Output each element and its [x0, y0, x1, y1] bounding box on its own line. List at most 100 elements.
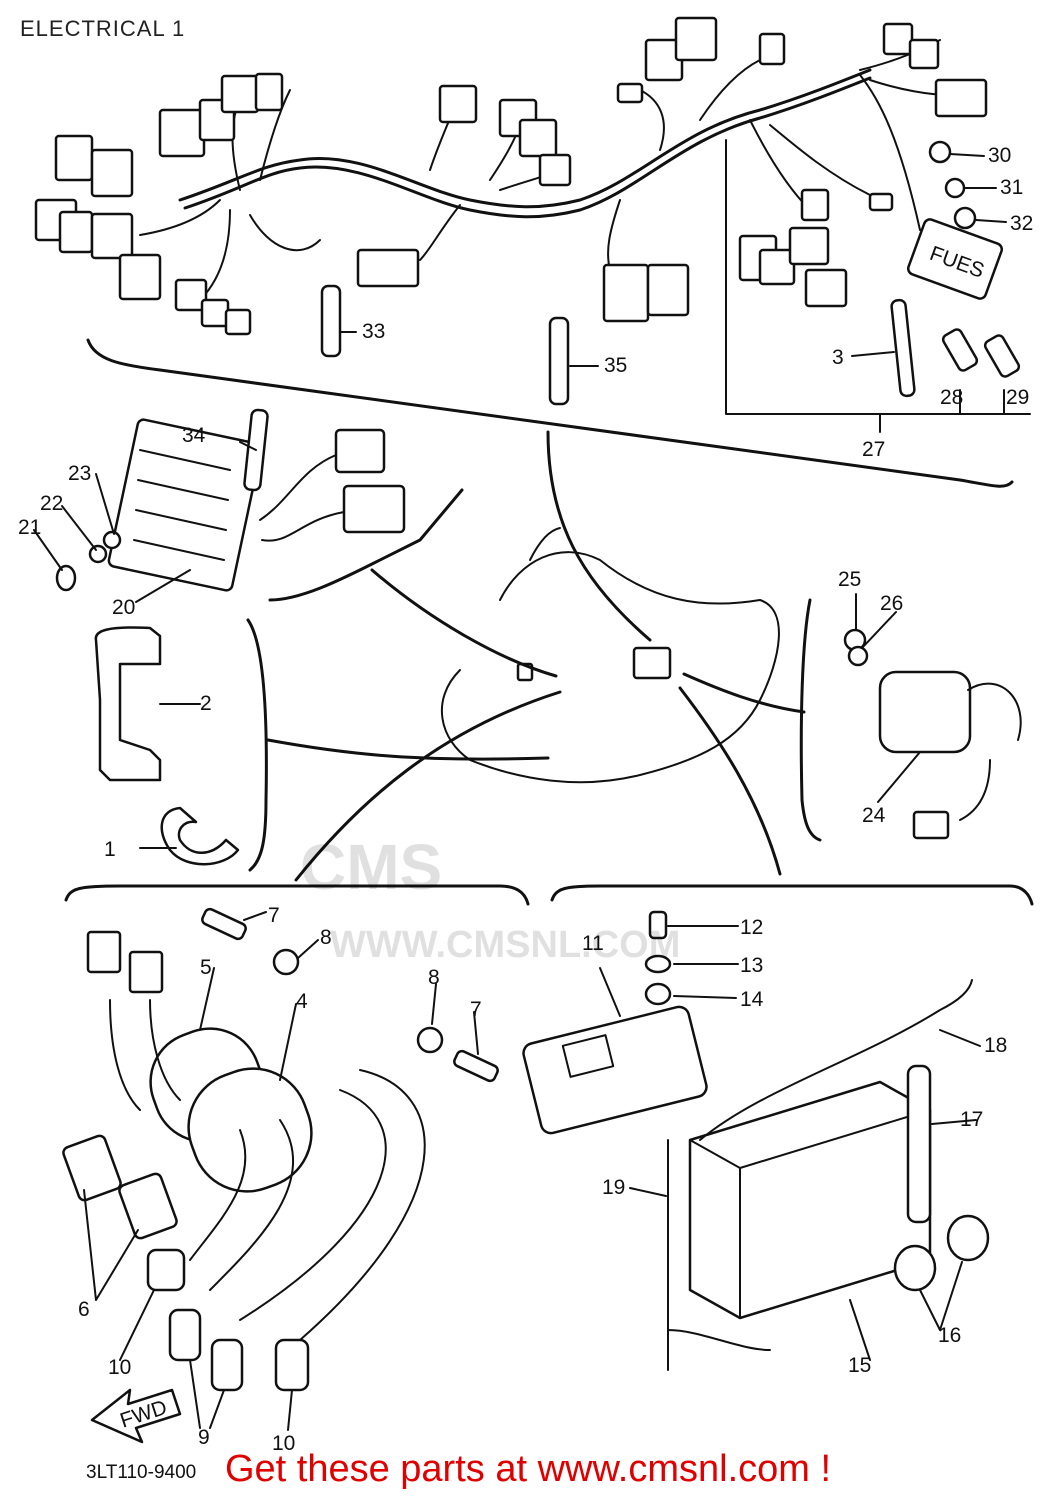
bracket-right — [799, 598, 822, 842]
page-title: ELECTRICAL 1 — [20, 16, 186, 41]
callout-17: 17 — [960, 1108, 983, 1131]
bracket-bottom-left — [64, 884, 530, 906]
clamp-35[interactable] — [548, 316, 570, 406]
fwd-arrow — [90, 1388, 182, 1444]
plug-cap-10-left[interactable] — [146, 1248, 186, 1292]
bolt-7-mid[interactable] — [453, 1049, 500, 1083]
callout-26: 26 — [880, 592, 903, 615]
callout-7b: 7 — [470, 998, 482, 1021]
stay-2[interactable] — [94, 626, 162, 782]
bracket-27 — [725, 139, 1031, 415]
callout-25: 25 — [838, 568, 861, 591]
leader-20 — [370, 568, 558, 678]
bolt-12[interactable] — [648, 910, 668, 940]
leader-24 — [682, 672, 806, 714]
document-code: 3LT110-9400 — [86, 1462, 197, 1483]
connector-coil-a[interactable] — [86, 930, 122, 974]
nut-8-top[interactable] — [272, 948, 300, 976]
callout-34: 34 — [182, 424, 206, 447]
plug-cap-10-right[interactable] — [274, 1338, 310, 1392]
wire-harness[interactable] — [34, 16, 1004, 336]
promo-link[interactable]: Get these parts at www.cmsnl.com ! — [224, 1448, 832, 1490]
callout-11: 11 — [582, 932, 604, 955]
connector-coil-b[interactable] — [128, 950, 164, 994]
callout-33: 33 — [362, 320, 385, 343]
callout-28: 28 — [940, 386, 963, 409]
watermark-url: WWW.CMSNL.COM — [330, 924, 681, 966]
rectifier-20[interactable] — [107, 418, 263, 592]
callout-24: 24 — [862, 804, 886, 827]
leader-2 — [266, 738, 550, 761]
fuse-28[interactable] — [941, 328, 979, 373]
callout-20: 20 — [112, 596, 135, 619]
callout-30: 30 — [988, 144, 1011, 167]
washer-31[interactable] — [944, 177, 966, 199]
band-3[interactable] — [890, 298, 916, 398]
collar-14[interactable] — [644, 982, 672, 1006]
connector-lower[interactable] — [261, 484, 406, 542]
callout-4: 4 — [296, 990, 308, 1013]
callout-numbers: 1 2 3 4 5 6 7 7 8 8 9 10 10 11 12 13 14 … — [18, 144, 1033, 1455]
bracket-top — [86, 338, 1014, 488]
battery-cable-19 — [667, 1139, 771, 1371]
nut-26[interactable] — [847, 645, 869, 667]
bike-outline — [441, 527, 780, 784]
callout-12: 12 — [740, 916, 763, 939]
washer-13[interactable] — [644, 954, 672, 974]
callout-19: 19 — [602, 1176, 625, 1199]
callout-15: 15 — [848, 1354, 871, 1377]
callout-18: 18 — [984, 1034, 1007, 1057]
callout-21: 21 — [18, 516, 41, 539]
battery-lead-18 — [699, 979, 973, 1141]
connector-upper[interactable] — [259, 428, 386, 521]
watermark-logo: CMS — [300, 831, 443, 903]
leader-coil — [294, 690, 562, 882]
clamp-1[interactable] — [160, 806, 240, 866]
leader-battery — [678, 686, 782, 876]
callout-23: 23 — [68, 462, 91, 485]
clamp-33[interactable] — [320, 284, 342, 358]
callout-8a: 8 — [320, 926, 332, 949]
plug-cap-9[interactable] — [168, 1308, 244, 1392]
ignition-coil-4[interactable] — [173, 1053, 327, 1207]
callout-10b: 10 — [272, 1432, 295, 1455]
relay-24[interactable] — [878, 670, 1022, 840]
callout-31: 31 — [1000, 176, 1023, 199]
bracket-left — [246, 618, 268, 872]
grommet-32[interactable] — [953, 206, 977, 230]
screw-30[interactable] — [928, 140, 952, 164]
callout-1: 1 — [104, 838, 116, 861]
callout-3: 3 — [832, 346, 844, 369]
callout-leaders — [33, 153, 1007, 1431]
callout-10a: 10 — [108, 1356, 131, 1379]
cdi-unit-11[interactable] — [521, 1005, 708, 1135]
washer-23[interactable] — [102, 530, 122, 550]
washer-22[interactable] — [88, 544, 108, 564]
bracket-bottom-right — [550, 884, 1034, 906]
callout-16: 16 — [938, 1324, 961, 1347]
callout-35: 35 — [604, 354, 627, 377]
callout-13: 13 — [740, 954, 763, 977]
damper-16[interactable] — [893, 1214, 990, 1292]
battery-15[interactable] — [688, 1080, 932, 1320]
fuse-29[interactable] — [983, 334, 1021, 379]
nut-8-mid[interactable] — [416, 1026, 444, 1054]
coil-wires — [109, 999, 426, 1341]
tube-17[interactable] — [906, 1064, 932, 1224]
cover-6[interactable] — [62, 1134, 178, 1240]
callout-27: 27 — [862, 438, 885, 461]
callout-32: 32 — [1010, 212, 1033, 235]
bolt-7-top[interactable] — [201, 907, 248, 941]
bracket-20 — [268, 488, 464, 602]
callout-29: 29 — [1006, 386, 1029, 409]
callout-6: 6 — [78, 1298, 90, 1321]
callout-14: 14 — [740, 988, 764, 1011]
screw-21[interactable] — [55, 564, 77, 592]
callout-8b: 8 — [428, 966, 440, 989]
callout-2: 2 — [200, 692, 212, 715]
callout-9: 9 — [198, 1426, 210, 1449]
callout-5: 5 — [200, 956, 212, 979]
leader-top — [546, 430, 652, 642]
callout-7a: 7 — [268, 904, 280, 927]
